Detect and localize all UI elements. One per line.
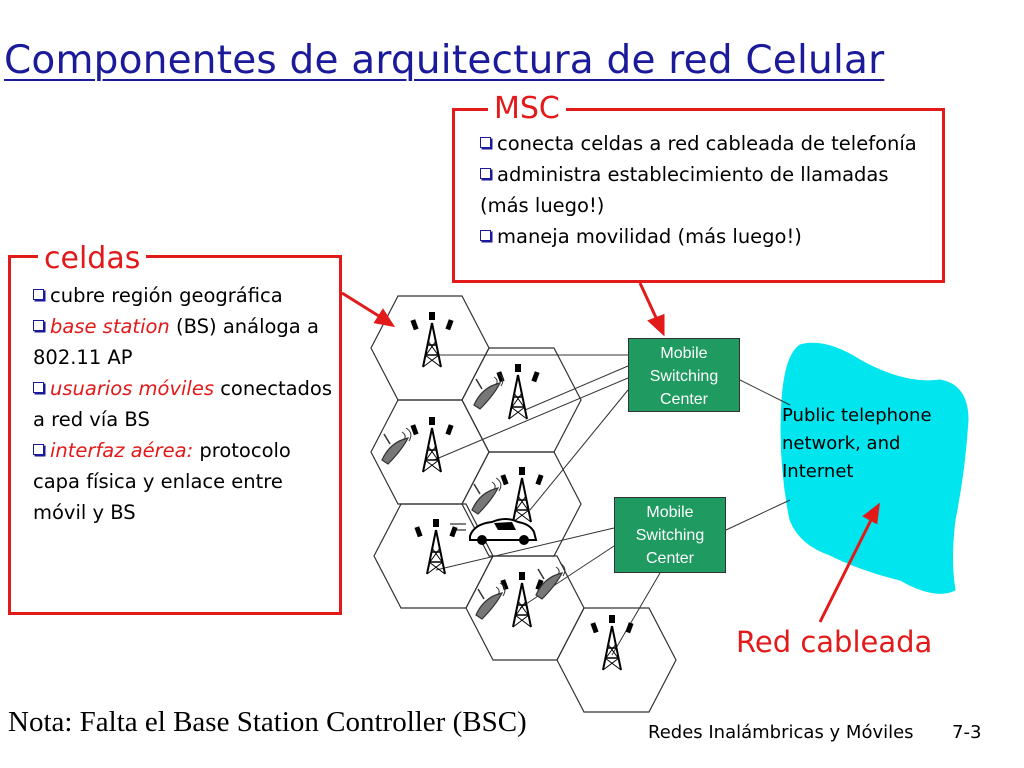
- cells-bullet-list: cubre región geográfica base station (BS…: [33, 280, 333, 528]
- square-bullet-icon: [33, 289, 44, 300]
- wired-network-label: Red cableada: [736, 625, 933, 659]
- msc-description-box: [452, 108, 945, 283]
- antenna-tower-icon: [409, 416, 455, 473]
- mobile-users-term: usuarios móviles: [50, 377, 215, 400]
- antenna-tower-icon: [495, 363, 541, 420]
- page-title: Componentes de arquitectura de red Celul…: [4, 38, 885, 83]
- cell-phone-icon: [475, 582, 506, 620]
- list-item: usuarios móviles conectados a red vía BS: [33, 377, 333, 431]
- connection-line: [739, 379, 791, 406]
- page-number: 7-3: [952, 722, 982, 743]
- square-bullet-icon: [33, 444, 44, 455]
- connection-line: [725, 499, 791, 531]
- mobile-switching-center-1: Mobile Switching Center: [628, 338, 740, 412]
- list-item: administra establecimiento de llamadas (…: [480, 163, 889, 217]
- cell-hexagon: [461, 451, 582, 557]
- antenna-tower-icon: [499, 571, 545, 628]
- square-bullet-icon: [33, 320, 44, 331]
- connection-line: [611, 572, 661, 656]
- connection-line: [435, 527, 615, 571]
- network-cloud: [780, 342, 969, 594]
- msc-box-title: MSC: [488, 92, 566, 126]
- square-bullet-icon: [480, 230, 491, 241]
- cells-pointer-arrow: [341, 291, 383, 320]
- square-bullet-icon: [480, 168, 491, 179]
- connection-line: [519, 545, 615, 609]
- cell-phone-icon: [471, 477, 502, 515]
- base-station-term: base station: [50, 315, 170, 338]
- footer-course-title: Redes Inalámbricas y Móviles: [648, 722, 914, 743]
- mobile-switching-center-2: Mobile Switching Center: [614, 497, 726, 573]
- cell-hexagon: [370, 295, 490, 401]
- list-item: interfaz aérea: protocolo capa física y …: [33, 439, 291, 524]
- msc-bullet-list: conecta celdas a red cableada de telefon…: [480, 128, 920, 252]
- connection-line: [433, 377, 629, 461]
- list-item: conecta celdas a red cableada de telefon…: [480, 128, 920, 159]
- list-item: cubre región geográfica: [33, 280, 333, 311]
- connection-line: [524, 365, 629, 411]
- square-bullet-icon: [480, 137, 491, 148]
- msc-pointer-arrow: [638, 282, 660, 323]
- cell-hexagon: [556, 607, 677, 713]
- antenna-tower-icon: [409, 311, 455, 368]
- bsc-note: Nota: Falta el Base Station Controller (…: [8, 706, 527, 738]
- antenna-tower-icon: [589, 614, 635, 671]
- square-bullet-icon: [33, 382, 44, 393]
- list-item: maneja movilidad (más luego!): [480, 221, 920, 252]
- cells-box-title: celdas: [38, 242, 147, 276]
- antenna-tower-icon: [499, 466, 545, 523]
- connection-line: [529, 389, 629, 511]
- antenna-tower-icon: [413, 518, 459, 575]
- wired-pointer-arrow: [818, 517, 874, 623]
- network-label: Public telephone network, and Internet: [782, 405, 932, 482]
- cells-description-box: [8, 255, 342, 615]
- cell-phone-icon: [381, 427, 412, 465]
- list-item: base station (BS) análoga a 802.11 AP: [33, 315, 319, 369]
- car-icon: [450, 518, 538, 545]
- air-interface-term: interfaz aérea:: [50, 439, 194, 462]
